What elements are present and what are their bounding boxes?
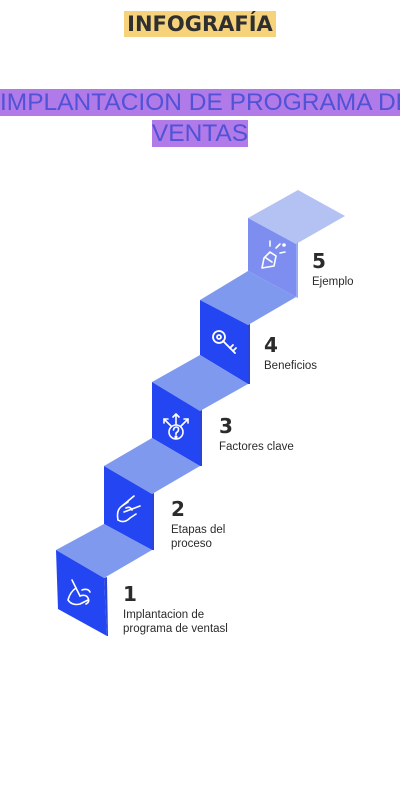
step-5-label: 5 Ejemplo [312,250,354,289]
step-4-number: 4 [264,333,278,357]
step-1-label: 1 Implantacion de programa de ventasl [123,583,228,636]
step-1 [56,524,152,636]
step-2-text-line-2: proceso [171,538,212,550]
subtitle: IMPLANTACION DE PROGRAMA DE VENTAS [0,87,400,149]
step-1-number: 1 [123,582,137,606]
step-3-text-line-1: Factores clave [219,441,294,453]
step-1-tread [56,524,152,578]
step-3-label: 3 Factores clave [219,415,294,454]
step-5-text-line-1: Ejemplo [312,276,354,288]
step-3-tread [152,355,248,411]
celebration-hand-icon [261,240,286,269]
step-3-side [200,410,202,466]
step-5-number: 5 [312,249,326,273]
step-5-side [296,242,298,298]
step-2-label: 2 Etapas del proceso [171,498,225,551]
step-4-label: 4 Beneficios [264,334,317,373]
step-2-side [152,493,154,550]
question-arrows-icon [163,413,189,440]
key-icon [212,330,237,354]
page-title: INFOGRAFÍA [124,11,276,37]
step-1-text-line-1: Implantacion de [123,609,205,621]
hand-peace-icon [116,495,141,523]
step-5-tread [248,190,345,244]
step-2-number: 2 [171,497,185,521]
step-5 [248,190,345,298]
step-2-text-line-1: Etapas del [171,524,226,536]
step-1-front [56,550,107,636]
title-container: INFOGRAFÍA [0,11,400,37]
step-4-text-line-1: Beneficios [264,360,318,372]
step-5-front [248,218,296,297]
subtitle-line-1: IMPLANTACION DE PROGRAMA DE [0,89,400,116]
step-4-tread [200,271,296,325]
hand-pointing-icon [67,579,91,606]
subtitle-line-2: VENTAS [151,120,249,147]
step-1-text-line-2: programa de ventasl [123,623,228,635]
step-1-side [104,577,108,636]
step-3-number: 3 [219,414,233,438]
step-4-side [248,324,250,384]
